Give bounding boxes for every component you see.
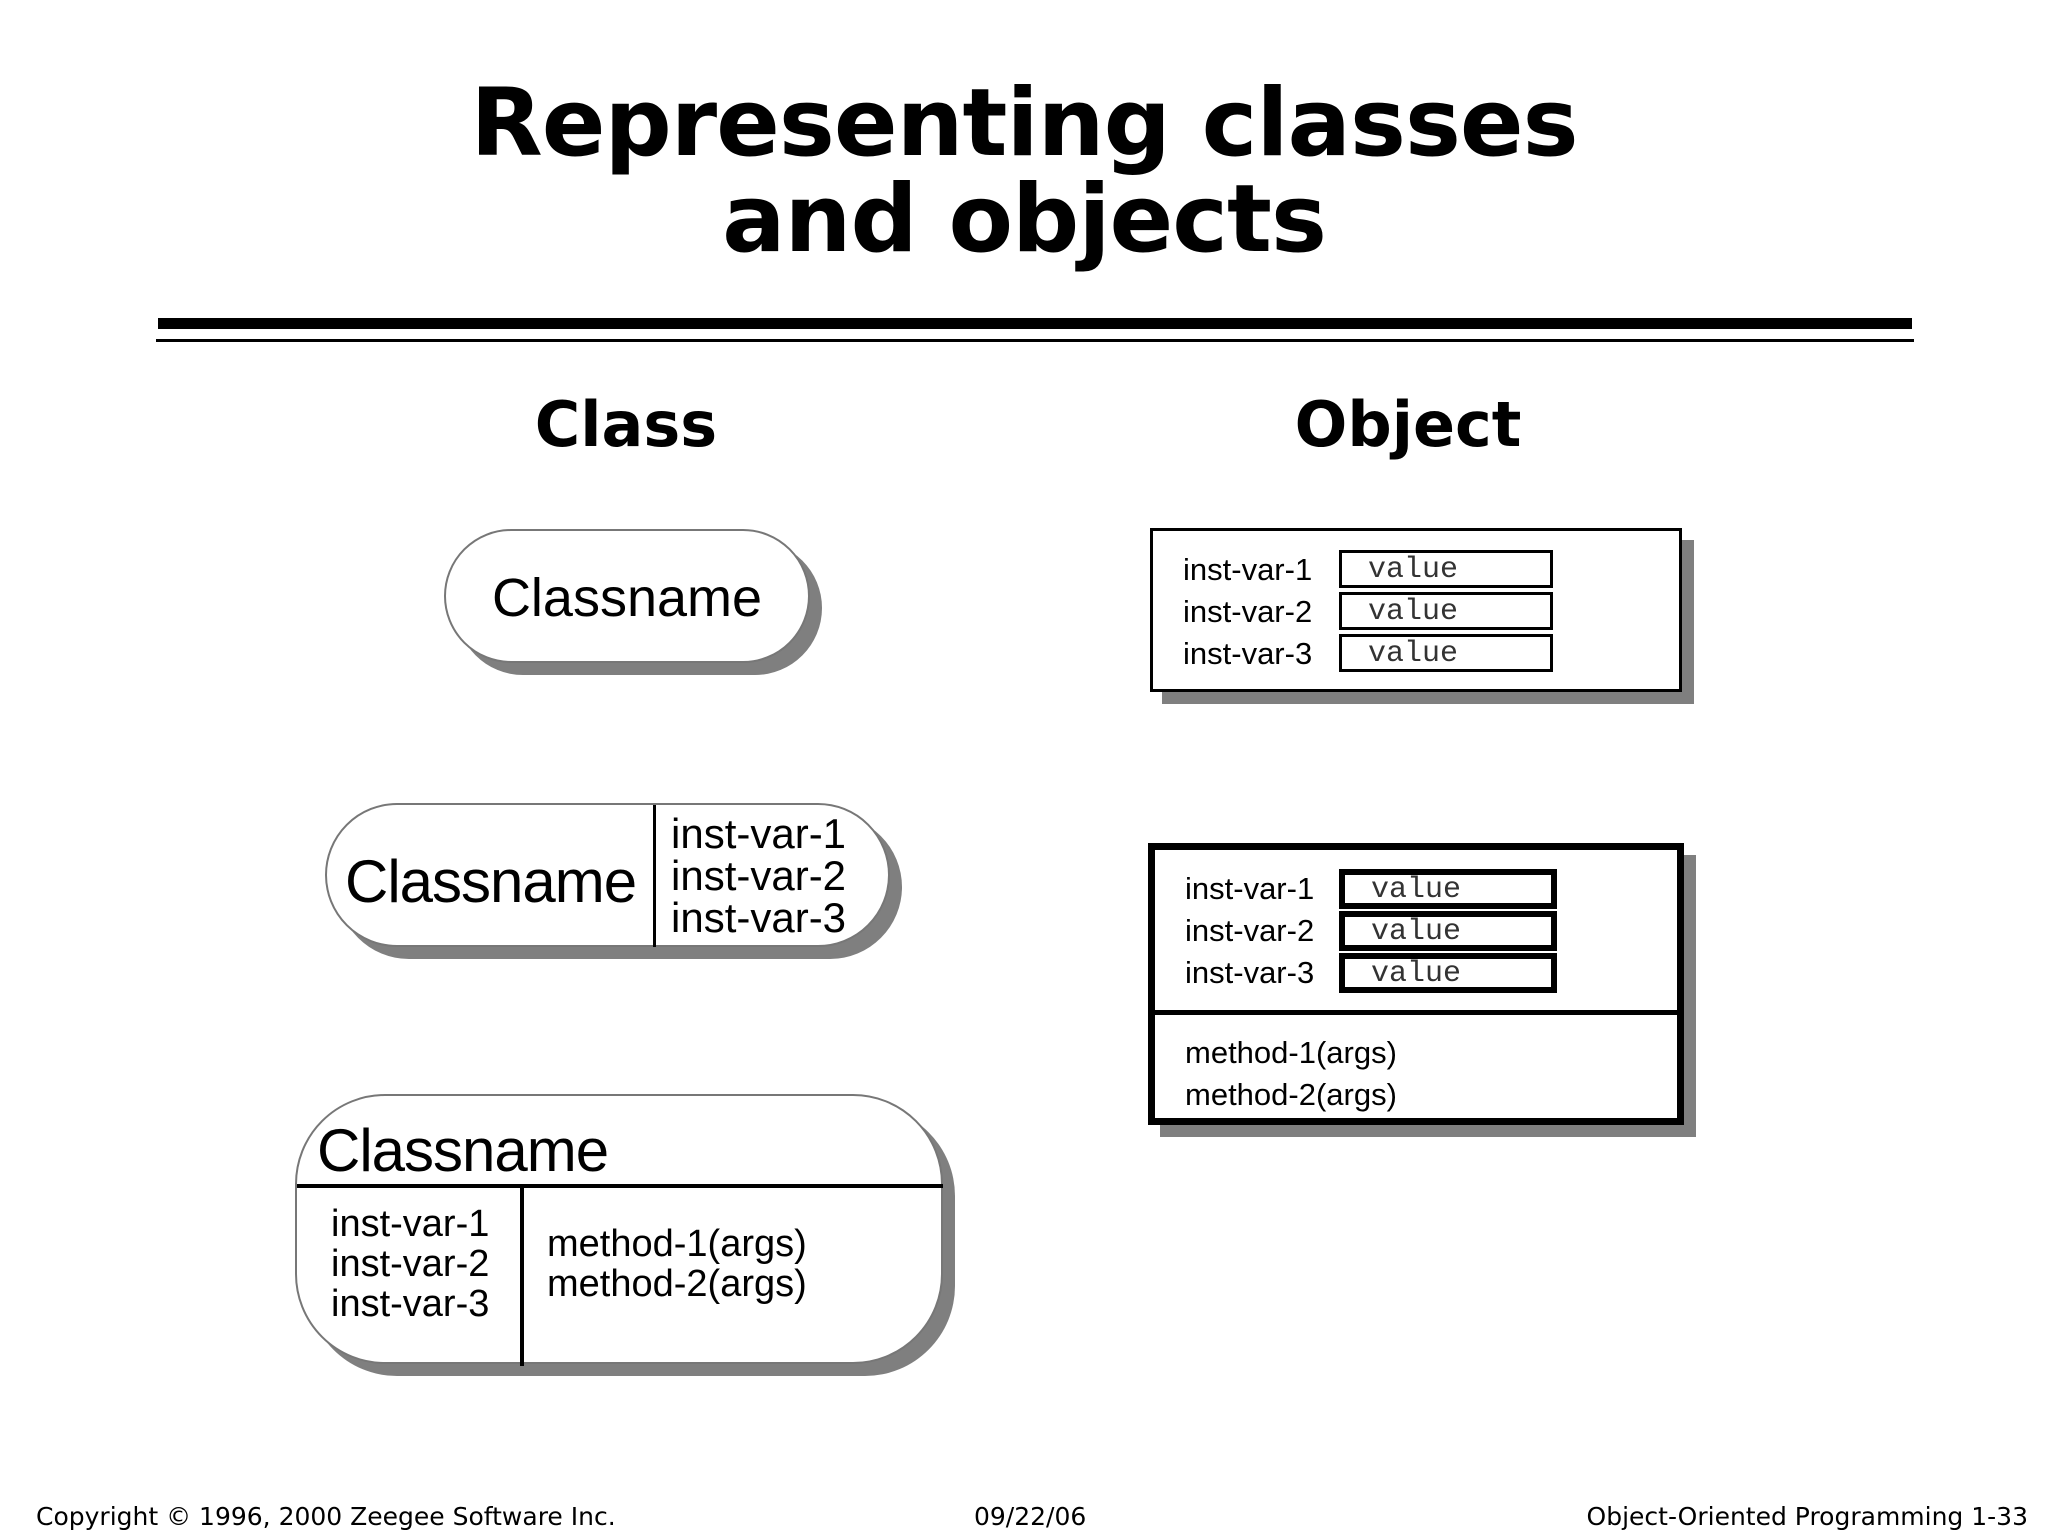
inst-var-item: inst-var-1: [671, 810, 847, 857]
value-box: value: [1339, 634, 1553, 672]
method-item: method-1(args): [1185, 1035, 1397, 1070]
value-box: value: [1339, 869, 1557, 909]
compartment-divider: [297, 1184, 943, 1188]
compartment-divider: [653, 805, 656, 947]
inst-var-list: inst-var-1 inst-var-2 inst-var-3: [671, 813, 846, 939]
inst-var-list: inst-var-1 inst-var-2 inst-var-3: [331, 1204, 489, 1324]
compartment-divider: [520, 1188, 524, 1366]
inst-var-item: inst-var-1: [331, 1203, 490, 1245]
title-line-2: and objects: [722, 165, 1327, 274]
class-shape-simple: Classname: [444, 529, 810, 663]
object-column-heading: Object: [1294, 388, 1522, 461]
method-item: method-2(args): [1185, 1077, 1397, 1112]
value-box: value: [1339, 953, 1557, 993]
inst-var-item: inst-var-2: [671, 852, 847, 899]
inst-var-item: inst-var-3: [1183, 636, 1313, 671]
slide-title: Representing classes and objects: [0, 76, 2048, 268]
value-box: value: [1339, 550, 1553, 588]
object-box-simple: inst-var-1 inst-var-2 inst-var-3 value v…: [1150, 528, 1682, 692]
method-list: method-1(args) method-2(args): [1185, 1032, 1397, 1116]
method-list: method-1(args) method-2(args): [547, 1224, 807, 1304]
inst-var-item: inst-var-1: [1185, 871, 1315, 906]
inst-var-list: inst-var-1 inst-var-2 inst-var-3: [1183, 549, 1312, 675]
footer-copyright: Copyright © 1996, 2000 Zeegee Software I…: [36, 1502, 616, 1531]
value-box: value: [1339, 911, 1557, 951]
inst-var-item: inst-var-1: [1183, 552, 1313, 587]
compartment-divider: [1155, 1010, 1677, 1015]
title-rule-thick: [158, 318, 1912, 329]
title-rule-thin: [156, 339, 1914, 342]
inst-var-item: inst-var-2: [1185, 913, 1315, 948]
inst-var-item: inst-var-3: [671, 894, 847, 941]
class-column-heading: Class: [534, 388, 718, 461]
footer-course-page: Object-Oriented Programming 1-33: [1586, 1502, 2028, 1531]
title-line-1: Representing classes: [470, 69, 1578, 178]
value-box: value: [1339, 592, 1553, 630]
classname-label: Classname: [491, 568, 763, 628]
method-item: method-2(args): [547, 1263, 807, 1305]
object-box-full: inst-var-1 inst-var-2 inst-var-3 value v…: [1148, 843, 1684, 1125]
classname-label: Classname: [317, 1117, 609, 1184]
inst-var-list: inst-var-1 inst-var-2 inst-var-3: [1185, 868, 1314, 994]
method-item: method-1(args): [547, 1223, 807, 1265]
inst-var-item: inst-var-2: [331, 1243, 490, 1285]
class-shape-full: Classname inst-var-1 inst-var-2 inst-var…: [295, 1094, 943, 1366]
class-shape-with-vars: Classname inst-var-1 inst-var-2 inst-var…: [325, 803, 890, 947]
inst-var-item: inst-var-3: [331, 1283, 490, 1325]
classname-label: Classname: [345, 848, 637, 915]
inst-var-item: inst-var-3: [1185, 955, 1315, 990]
inst-var-item: inst-var-2: [1183, 594, 1313, 629]
footer-date: 09/22/06: [974, 1502, 1087, 1531]
